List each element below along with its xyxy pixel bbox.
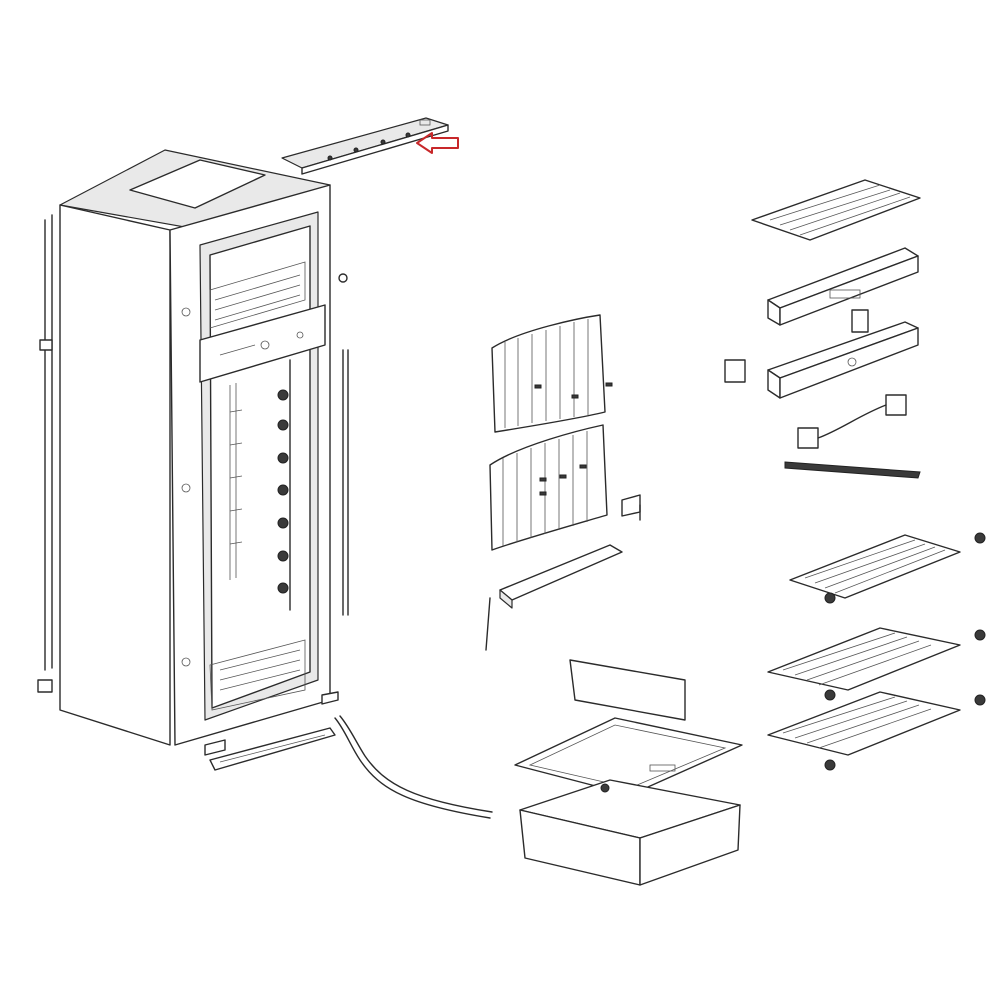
wire-shelf: [789, 534, 961, 599]
thermostat-block: [724, 359, 746, 383]
crisper-lid: [514, 717, 743, 796]
evaporator-cover-upper: [491, 314, 613, 433]
hinge-rod: [342, 349, 349, 616]
evaporator-cover-lower: [489, 424, 608, 551]
top-mounting-plate[interactable]: [281, 117, 449, 175]
highlight-arrow-icon: [416, 132, 459, 154]
top-wire-shelf: [751, 179, 921, 241]
shelf-knob: [974, 532, 986, 544]
screw: [338, 273, 348, 283]
small-bracket: [621, 494, 641, 521]
bottom-rail: [209, 727, 336, 771]
shelf-knob: [974, 694, 986, 706]
wire-shelf: [767, 627, 961, 691]
crisper-drawer: [519, 779, 741, 886]
switch-block: [851, 309, 869, 333]
shelf-knob: [974, 629, 986, 641]
shelf-clip: [824, 592, 836, 604]
drip-tray: [485, 544, 623, 651]
crisper-divider: [569, 659, 686, 721]
drain-tube: [334, 715, 493, 819]
shelf-rail: [784, 461, 921, 479]
wiring-connector: [797, 394, 907, 449]
refrigerator-cabinet: [37, 149, 339, 756]
shelf-clip: [824, 689, 836, 701]
lamp-housing-upper: [767, 247, 919, 326]
lamp-housing-lower: [767, 321, 919, 399]
wire-shelf: [767, 691, 961, 756]
shelf-clip: [824, 759, 836, 771]
